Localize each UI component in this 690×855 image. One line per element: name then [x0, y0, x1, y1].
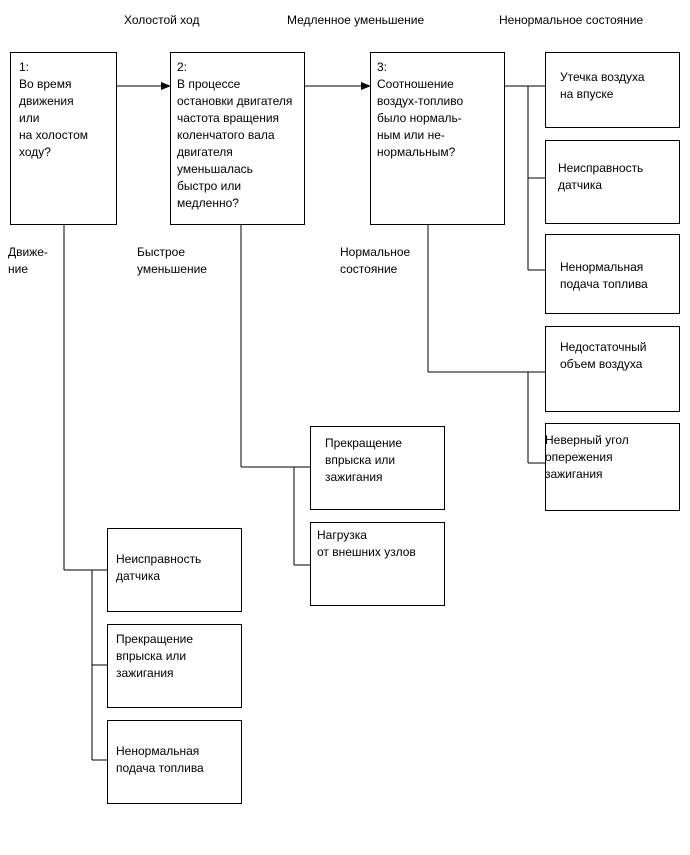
cause-box-abnormal-fuel-supply-driving: Ненормальная подача топлива [107, 720, 242, 804]
cause-text: Ненормальная подача топлива [116, 744, 204, 775]
cause-text: Неисправность датчика [558, 161, 644, 192]
question-1-text: 1: Во время движения или на холостом ход… [19, 60, 89, 159]
cause-box-wrong-ignition-timing: Неверный угол опережения зажигания [545, 423, 680, 511]
cause-text: Прекращение впрыска или зажигания [325, 436, 402, 484]
header-idle: Холостой ход [124, 13, 200, 27]
question-2-text: 2: В процессе остановки двигателя частот… [177, 60, 293, 210]
cause-box-sensor-fault-driving: Неисправность датчика [107, 528, 242, 612]
cause-box-injection-ignition-stop: Прекращение впрыска или зажигания [310, 426, 445, 510]
cause-box-injection-ignition-stop-driving: Прекращение впрыска или зажигания [107, 624, 242, 708]
cause-box-abnormal-fuel-supply: Ненормальная подача топлива [545, 234, 680, 314]
cause-text: Недостаточный объем воздуха [560, 340, 647, 371]
cause-box-sensor-fault: Неисправность датчика [545, 140, 680, 224]
question-3-text: 3: Соотношение воздух-топливо было норма… [377, 60, 464, 159]
cause-box-insufficient-air: Недостаточный объем воздуха [545, 326, 680, 412]
question-box-2: 2: В процессе остановки двигателя частот… [170, 52, 305, 225]
cause-text: Утечка воздуха на впуске [560, 70, 645, 101]
header-slow-decrease: Медленное уменьшение [287, 13, 425, 27]
cause-text: Ненормальная подача топлива [560, 260, 648, 291]
cause-text: Нагрузка от внешних узлов [317, 528, 416, 559]
question-box-1: 1: Во время движения или на холостом ход… [10, 52, 117, 225]
header-abnormal-state: Ненормальное состояние [499, 13, 644, 27]
branch-label-normal-state: Нормальное состояние [340, 245, 411, 276]
question-box-3: 3: Соотношение воздух-топливо было норма… [370, 52, 505, 225]
cause-text: Неисправность датчика [116, 552, 202, 583]
cause-text: Прекращение впрыска или зажигания [116, 632, 193, 680]
cause-box-external-load: Нагрузка от внешних узлов [310, 522, 445, 606]
branch-label-driving: Движе- ние [8, 245, 48, 276]
cause-text: Неверный угол опережения зажигания [545, 433, 629, 481]
branch-label-fast-decrease: Быстрое уменьшение [137, 245, 207, 276]
cause-box-intake-air-leak: Утечка воздуха на впуске [545, 52, 680, 128]
